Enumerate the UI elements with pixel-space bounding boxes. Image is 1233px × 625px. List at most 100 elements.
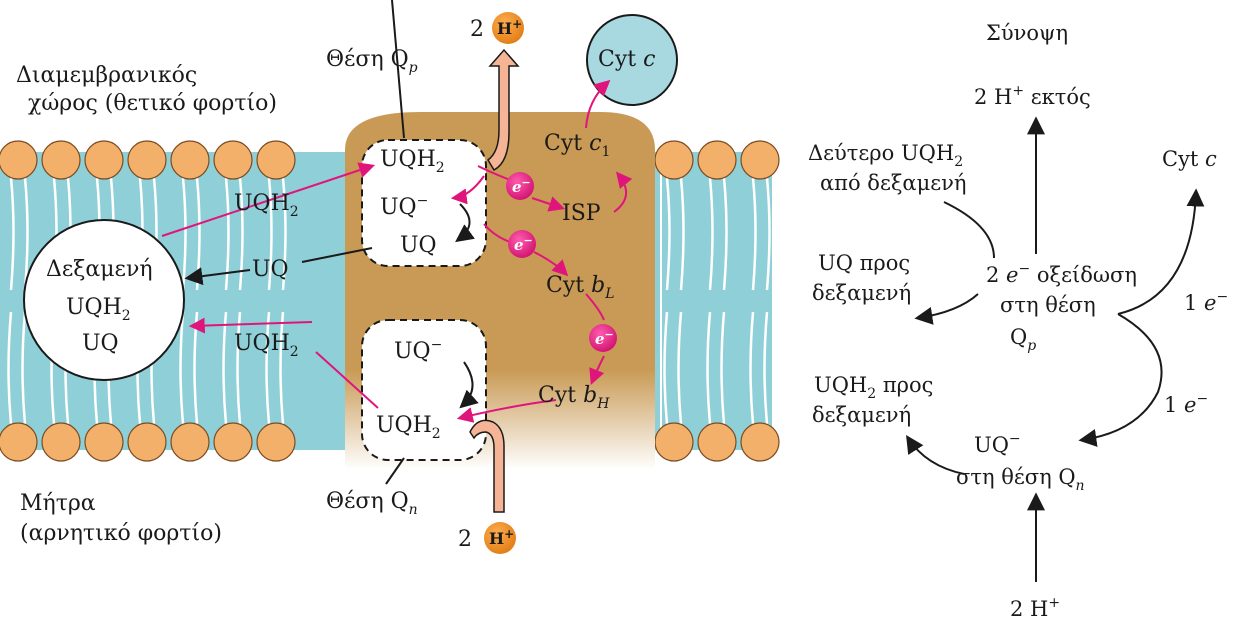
lipid-head <box>697 422 737 462</box>
black-flow-arrows <box>184 0 479 485</box>
summary-oxidation-3: Qp <box>1010 325 1036 354</box>
summary-oxidation-1: 2 e− οξείδωση <box>986 261 1137 287</box>
lipid-tail <box>708 177 714 291</box>
summary-uqh2-to-pool-1: UQH2 προς <box>814 373 933 402</box>
lipid-tail <box>706 311 712 425</box>
lipid-tail <box>279 311 285 425</box>
lipid-tail <box>677 311 683 425</box>
intermembrane-label-2: χώρος (θετικό φορτίο) <box>28 91 277 116</box>
lipid-tail <box>21 311 27 425</box>
lipid-tail <box>281 177 287 291</box>
lipid-head <box>84 140 124 180</box>
summary-uq-to-pool-2: δεξαμενή <box>812 281 911 305</box>
lipid-head <box>170 140 210 180</box>
lipid-tail <box>665 177 671 291</box>
summary-second-uqh2-2: από δεξαμενή <box>820 171 966 195</box>
svg-text:2: 2 <box>458 527 472 552</box>
lipid-head <box>213 140 253 180</box>
matrix-label-1: Μήτρα <box>20 491 96 516</box>
lipid-tail <box>751 177 757 291</box>
summary-arrows <box>906 116 1205 582</box>
proton-channel-in <box>469 419 505 513</box>
lipid-tail <box>238 177 244 291</box>
lipid-head <box>170 422 210 462</box>
proton-top: 2 H+ <box>470 12 524 44</box>
membrane-uq: UQ <box>252 257 289 282</box>
matrix-label-2: (αρνητικό φορτίο) <box>20 521 222 546</box>
summary-panel: Σύνοψη 2 H+ εκτός Δεύτερο UQH2 από δεξαμ… <box>808 21 1228 621</box>
lipid-tail <box>224 177 230 291</box>
pool-uq: UQ <box>82 331 119 356</box>
intermembrane-label-1: Διαμεμβρανικός <box>16 63 197 88</box>
summary-h-in: 2 H+ <box>1010 595 1060 621</box>
qp-site-label: Θέση Qp <box>326 47 418 76</box>
qn-uqh2: UQH2 <box>376 413 441 442</box>
qn-site-label: Θέση Qn <box>326 489 418 518</box>
summary-one-e-right: 1 e− <box>1184 289 1228 315</box>
summary-oxidation-2: στη θέση <box>1000 293 1096 317</box>
lipid-head <box>740 422 780 462</box>
qp-uqh2: UQH2 <box>380 147 445 176</box>
cyt-bh: Cyt bH <box>538 383 610 412</box>
summary-one-e-mid: 1 e− <box>1164 391 1208 417</box>
cyt-c-label: Cyt c <box>598 47 655 72</box>
lipid-tail <box>179 311 185 425</box>
summary-second-uqh2-1: Δεύτερο UQH2 <box>808 141 963 170</box>
lipid-heads <box>0 140 780 462</box>
lipid-tail <box>9 177 15 291</box>
svg-text:2: 2 <box>470 17 484 42</box>
electron-1: e− <box>506 172 534 200</box>
cyt-bl: Cyt bL <box>546 273 615 302</box>
summary-uq-minus-1: UQ− <box>974 431 1021 457</box>
svg-text:H+: H+ <box>497 17 522 38</box>
proton-bottom: 2 H+ <box>458 522 516 554</box>
svg-text:H+: H+ <box>489 527 514 548</box>
lipid-tail <box>181 177 187 291</box>
lipid-head <box>256 140 296 180</box>
qp-site-pocket <box>361 139 487 267</box>
lipid-tail <box>720 311 726 425</box>
pool-label: Δεξαμενή <box>46 257 153 282</box>
lipid-tail <box>7 311 13 425</box>
lipid-head <box>740 140 780 180</box>
svg-text:e−: e− <box>514 234 533 254</box>
svg-text:e−: e− <box>512 176 531 196</box>
summary-title: Σύνοψη <box>986 21 1068 45</box>
summary-cyt-c: Cyt c <box>1162 147 1217 171</box>
summary-uq-minus-2: στη θέση Qn <box>956 465 1085 494</box>
qn-site-pocket <box>361 319 487 461</box>
summary-uq-to-pool-1: UQ προς <box>818 251 910 275</box>
summary-uqh2-to-pool-2: δεξαμενή <box>812 403 911 427</box>
summary-h-out: 2 H+ εκτός <box>974 83 1091 109</box>
pool-circle <box>23 219 185 381</box>
lipid-head <box>0 140 38 180</box>
lipid-head <box>84 422 124 462</box>
lipid-head <box>41 422 81 462</box>
lipid-head <box>127 422 167 462</box>
lipid-tail <box>722 177 728 291</box>
pool-uqh2: UQH2 <box>66 295 131 324</box>
pink-flow-arrows <box>161 79 633 423</box>
lipid-head <box>213 422 253 462</box>
lipid-tail <box>267 177 273 291</box>
proton-channel-out <box>487 48 520 171</box>
qn-uq-minus: UQ− <box>394 337 442 364</box>
lipid-tail <box>23 177 29 291</box>
lipid-head <box>256 422 296 462</box>
lipid-head <box>654 140 694 180</box>
lipid-tail <box>765 177 771 291</box>
lipid-head <box>41 140 81 180</box>
lipid-head <box>127 140 167 180</box>
isp: ISP <box>562 201 601 226</box>
electron-3: e− <box>589 324 617 352</box>
cyt-c1: Cyt c1 <box>544 131 610 160</box>
qp-uq: UQ <box>400 233 437 258</box>
membrane-uqh2-bottom: UQH2 <box>234 331 299 360</box>
lipid-head <box>654 422 694 462</box>
lipid-head <box>697 140 737 180</box>
membrane-uqh2-top: UQH2 <box>234 191 299 220</box>
svg-text:e−: e− <box>595 328 614 348</box>
electron-2: e− <box>508 230 536 258</box>
lipid-tail <box>663 311 669 425</box>
